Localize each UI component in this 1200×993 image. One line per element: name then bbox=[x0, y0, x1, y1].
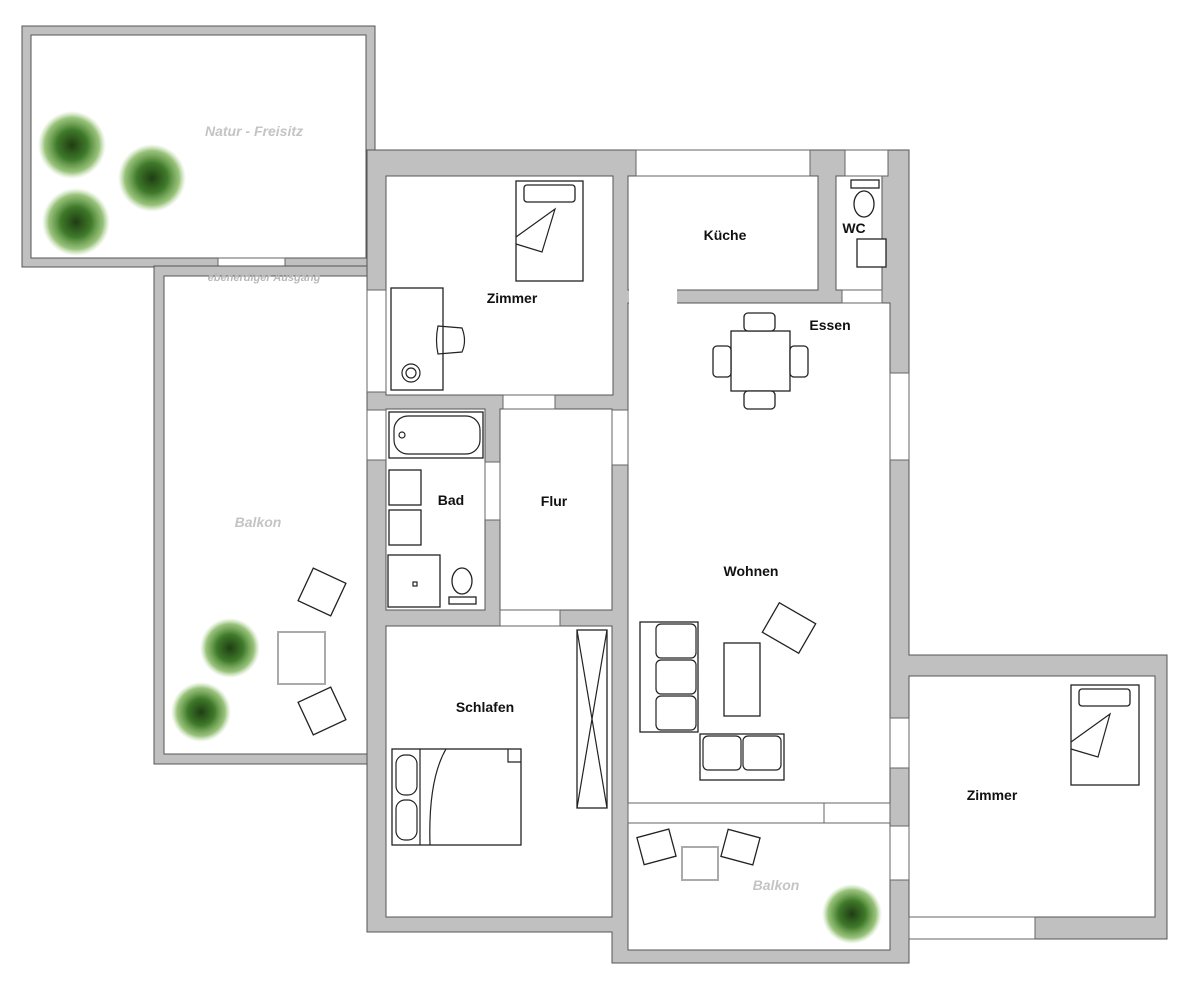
label-balkon-left: Balkon bbox=[235, 514, 282, 530]
room-flur bbox=[499, 408, 613, 611]
wc-fixtures bbox=[850, 179, 887, 268]
label-zimmer-right: Zimmer bbox=[967, 787, 1018, 803]
sofa-set bbox=[639, 601, 817, 781]
label-bad: Bad bbox=[438, 492, 464, 508]
tree-icon bbox=[171, 682, 231, 742]
wardrobe bbox=[576, 629, 608, 809]
bathtub bbox=[388, 411, 484, 459]
label-wc: WC bbox=[842, 220, 865, 236]
tree-icon bbox=[118, 144, 186, 212]
bed-schlafen bbox=[391, 748, 522, 846]
tree-icon bbox=[200, 618, 260, 678]
label-balkon-bottom: Balkon bbox=[753, 877, 800, 893]
dining-table bbox=[712, 312, 809, 410]
tree-icons bbox=[38, 111, 882, 944]
label-zimmer-top: Zimmer bbox=[487, 290, 538, 306]
balkon-left-area bbox=[153, 265, 369, 765]
label-ausgang: ebenerdiger Ausgang bbox=[208, 272, 321, 284]
balkon-left-furniture bbox=[277, 567, 347, 736]
tree-icon bbox=[42, 188, 110, 256]
label-essen: Essen bbox=[809, 317, 850, 333]
bed-zimmer-top bbox=[515, 180, 584, 282]
desk-zimmer-top bbox=[390, 287, 466, 391]
label-natur-freisitz: Natur - Freisitz bbox=[205, 123, 303, 139]
label-wohnen: Wohnen bbox=[724, 563, 779, 579]
tree-icon bbox=[38, 111, 106, 179]
tree-icon bbox=[822, 884, 882, 944]
label-schlafen: Schlafen bbox=[456, 699, 514, 715]
label-flur: Flur bbox=[541, 493, 568, 509]
bed-zimmer-right bbox=[1070, 684, 1140, 786]
room-kueche bbox=[627, 175, 819, 291]
label-kueche: Küche bbox=[704, 227, 747, 243]
balkon-bottom-furniture bbox=[636, 828, 761, 881]
shower-and-toilet bbox=[387, 554, 477, 608]
sinks bbox=[388, 469, 422, 546]
